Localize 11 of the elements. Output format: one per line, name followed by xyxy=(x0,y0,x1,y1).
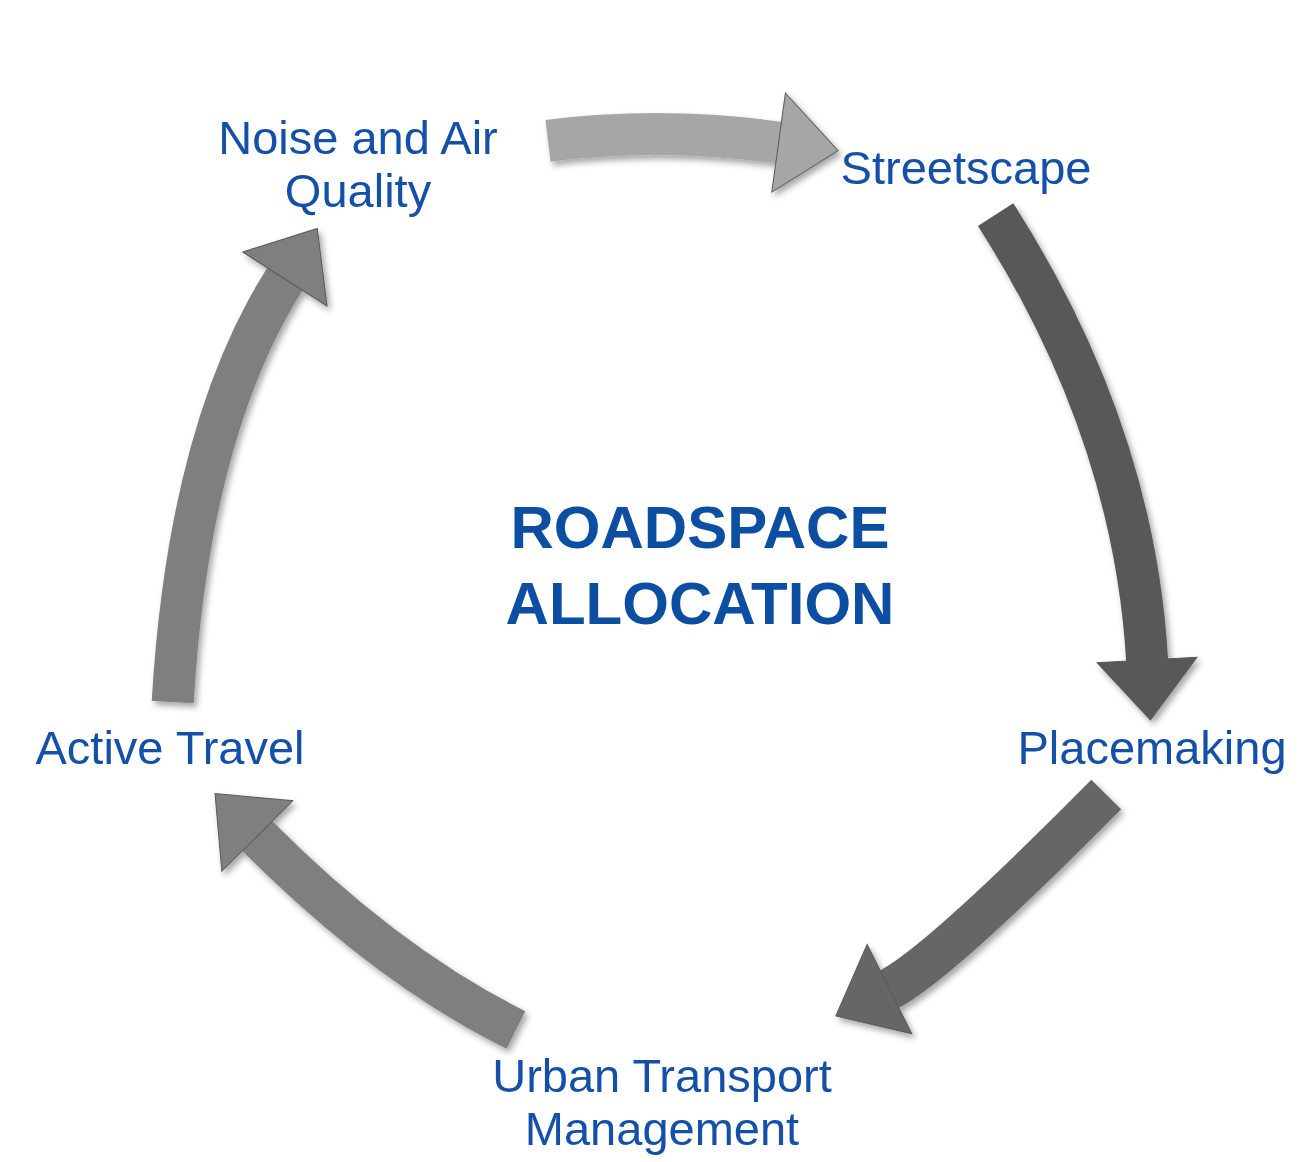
node-label: Placemaking xyxy=(1017,722,1287,775)
block-arrow xyxy=(545,92,839,193)
node-label: Active Travel xyxy=(35,722,305,775)
center-title: ROADSPACE ALLOCATION xyxy=(504,493,896,640)
block-arrow xyxy=(214,793,526,1049)
block-arrow xyxy=(836,779,1122,1034)
block-arrow xyxy=(151,227,329,704)
node-label: Noise and Air Quality xyxy=(188,112,528,218)
node-label: Urban Transport Management xyxy=(457,1050,867,1156)
node-label: Streetscape xyxy=(840,142,1092,195)
block-arrow xyxy=(977,203,1198,721)
